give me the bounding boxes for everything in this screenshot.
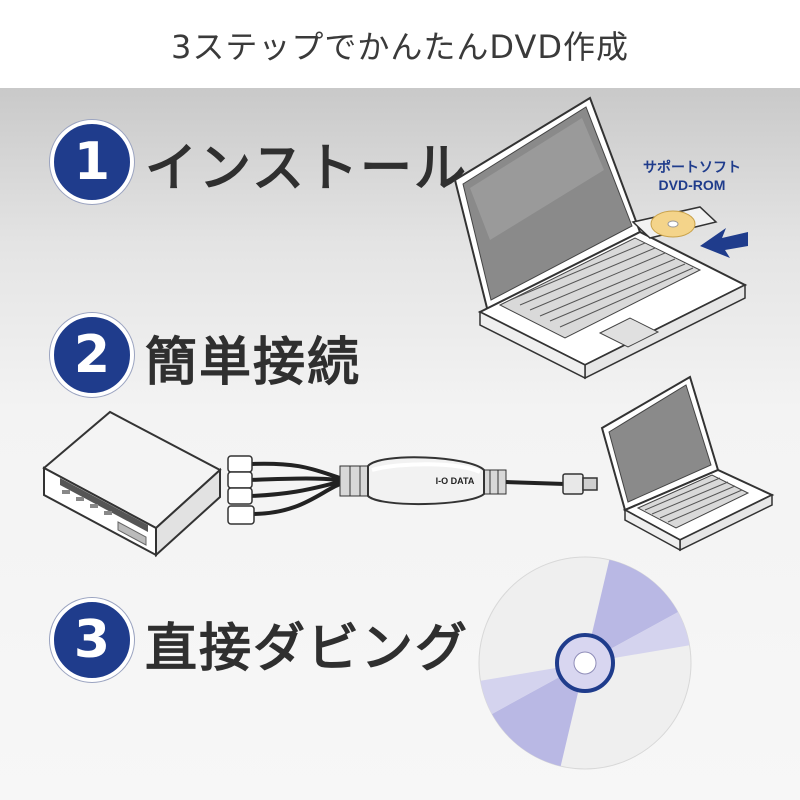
capture-cable-illustration: I-O DATA xyxy=(227,455,598,525)
video-deck-illustration xyxy=(42,410,222,558)
step-1-label: インストール xyxy=(145,139,468,199)
callout-line-1: サポートソフト xyxy=(643,159,741,175)
page-title: 3ステップでかんたんDVD作成 xyxy=(171,28,629,66)
laptop-large-illustration xyxy=(453,96,748,380)
dvd-disc-illustration xyxy=(478,556,692,770)
software-callout: サポートソフト DVD-ROM xyxy=(634,158,750,194)
step-1-badge: 1 xyxy=(50,120,134,204)
step-3-badge: 3 xyxy=(50,598,134,682)
step-2-label: 簡単接続 xyxy=(145,333,362,393)
title-band: 3ステップでかんたんDVD作成 xyxy=(0,0,800,88)
step-3-label: 直接ダビング xyxy=(145,619,470,679)
callout-line-2: DVD-ROM xyxy=(658,177,726,193)
step-2-badge: 2 xyxy=(50,313,134,397)
laptop-small-illustration xyxy=(600,375,775,552)
device-brand: I-O DATA xyxy=(436,476,475,486)
